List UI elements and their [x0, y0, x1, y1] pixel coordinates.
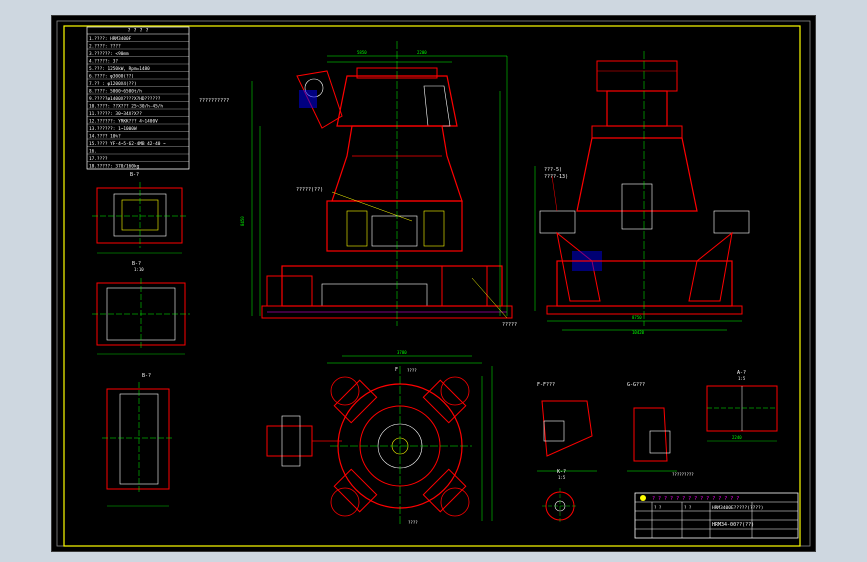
side-elevation: 8750 10420 ???-5) ????-13) — [534, 51, 750, 335]
tech-table-row: 11.?????: 30~34X?X?? — [89, 111, 142, 117]
svg-text:K-?: K-? — [557, 469, 566, 475]
svg-text:3780: 3780 — [397, 350, 407, 355]
tech-table-row: 9.?????ø1400X????X?HD?????? — [89, 96, 161, 102]
callout-right-1: ???-5) — [544, 167, 562, 173]
svg-text:B-?: B-? — [142, 373, 151, 379]
tech-table-row: 18.?????: 370/160kg — [89, 163, 140, 169]
svg-text:2240: 2240 — [732, 435, 742, 440]
svg-text:A-?: A-? — [737, 370, 746, 376]
svg-text:10420: 10420 — [632, 330, 645, 335]
detail-b-top: B-? — [92, 172, 187, 254]
top-note: ?????????? — [199, 98, 229, 104]
plan-view: 3780 ???? F ???? — [266, 350, 493, 526]
tech-table-row: 5.???: 1250kW, Rpm=1480 — [89, 66, 150, 72]
title-block-row1-left: ? ? — [654, 505, 662, 510]
svg-text:1:10: 1:10 — [134, 267, 144, 272]
section-details: F-F??? G-G??? ????????? A-? 1:5 2240 K-?… — [537, 370, 778, 524]
tech-table-row: 7.?? : φ1200X4(??) — [89, 81, 137, 87]
svg-text:?????????: ????????? — [672, 472, 694, 477]
title-block-drawing-no: HRM34-00??(??) — [712, 522, 754, 528]
title-block-name: HRM3400E?????(????) — [712, 505, 763, 511]
svg-text:1:5: 1:5 — [738, 376, 746, 381]
tech-table-row: 2.????: ???? — [89, 43, 121, 49]
svg-text:F-F???: F-F??? — [537, 382, 555, 388]
svg-text:8750: 8750 — [632, 315, 642, 320]
svg-text:F: F — [395, 367, 398, 373]
tech-table-row: 17.???? — [89, 156, 108, 162]
tech-table-row: 8.????: 5000~6500t/h — [89, 88, 142, 94]
title-block[interactable]: ? ? ? ? ? ? ? ? ? ? ? ? ? ? ? ? ? ? ? HR… — [634, 492, 799, 539]
callout-center: ?????(??) — [296, 187, 323, 193]
title-block-row1-mid: ? ? — [684, 505, 692, 510]
callout-bottom: ????? — [502, 322, 517, 328]
svg-text:B-?: B-? — [132, 261, 141, 267]
tech-table-row: 1.????: HRM3400F — [89, 36, 132, 42]
tech-table-row: 12.??????: YRKK??? 4~1400V — [89, 118, 158, 124]
svg-text:2200: 2200 — [417, 50, 427, 55]
tech-table-row: 13.??????: 1~1000W — [89, 126, 137, 132]
svg-text:5850: 5850 — [357, 50, 367, 55]
drawing-frame — [63, 25, 801, 547]
tech-table-row: 3.??????: <90mm — [89, 51, 129, 57]
tech-table-row: 4.?????: 3? — [89, 58, 118, 64]
front-elevation: 5850 2200 8450 ?????(?? — [240, 41, 517, 328]
detail-b-mid: B-? 1:10 — [92, 261, 190, 355]
svg-text:G-G???: G-G??? — [627, 382, 645, 388]
title-block-heading: ? ? ? ? ? ? ? ? ? ? ? ? ? ? ? — [652, 496, 739, 502]
callout-right-2: ????-13) — [544, 174, 568, 180]
detail-b-bottom: B-? — [102, 373, 174, 507]
svg-text:1:5: 1:5 — [558, 475, 566, 480]
tech-table-row: 15.???? YF-4~5-62-4MB 42-40 ~ — [89, 141, 166, 147]
tech-table-row: 10.????: ??X??? 25~30/h-45/h — [89, 103, 163, 109]
tech-table-row: 6.????: φ3000(??) — [89, 73, 134, 79]
svg-text:B-?: B-? — [130, 172, 139, 178]
svg-text:8450: 8450 — [240, 216, 245, 226]
tech-table-title: ? ? ? ? — [127, 28, 148, 34]
svg-text:????: ???? — [408, 520, 418, 525]
tech-table-row: 14.???? 10%? — [89, 133, 121, 139]
tech-table-row: 16. — [89, 148, 97, 154]
svg-text:????: ???? — [407, 368, 417, 373]
